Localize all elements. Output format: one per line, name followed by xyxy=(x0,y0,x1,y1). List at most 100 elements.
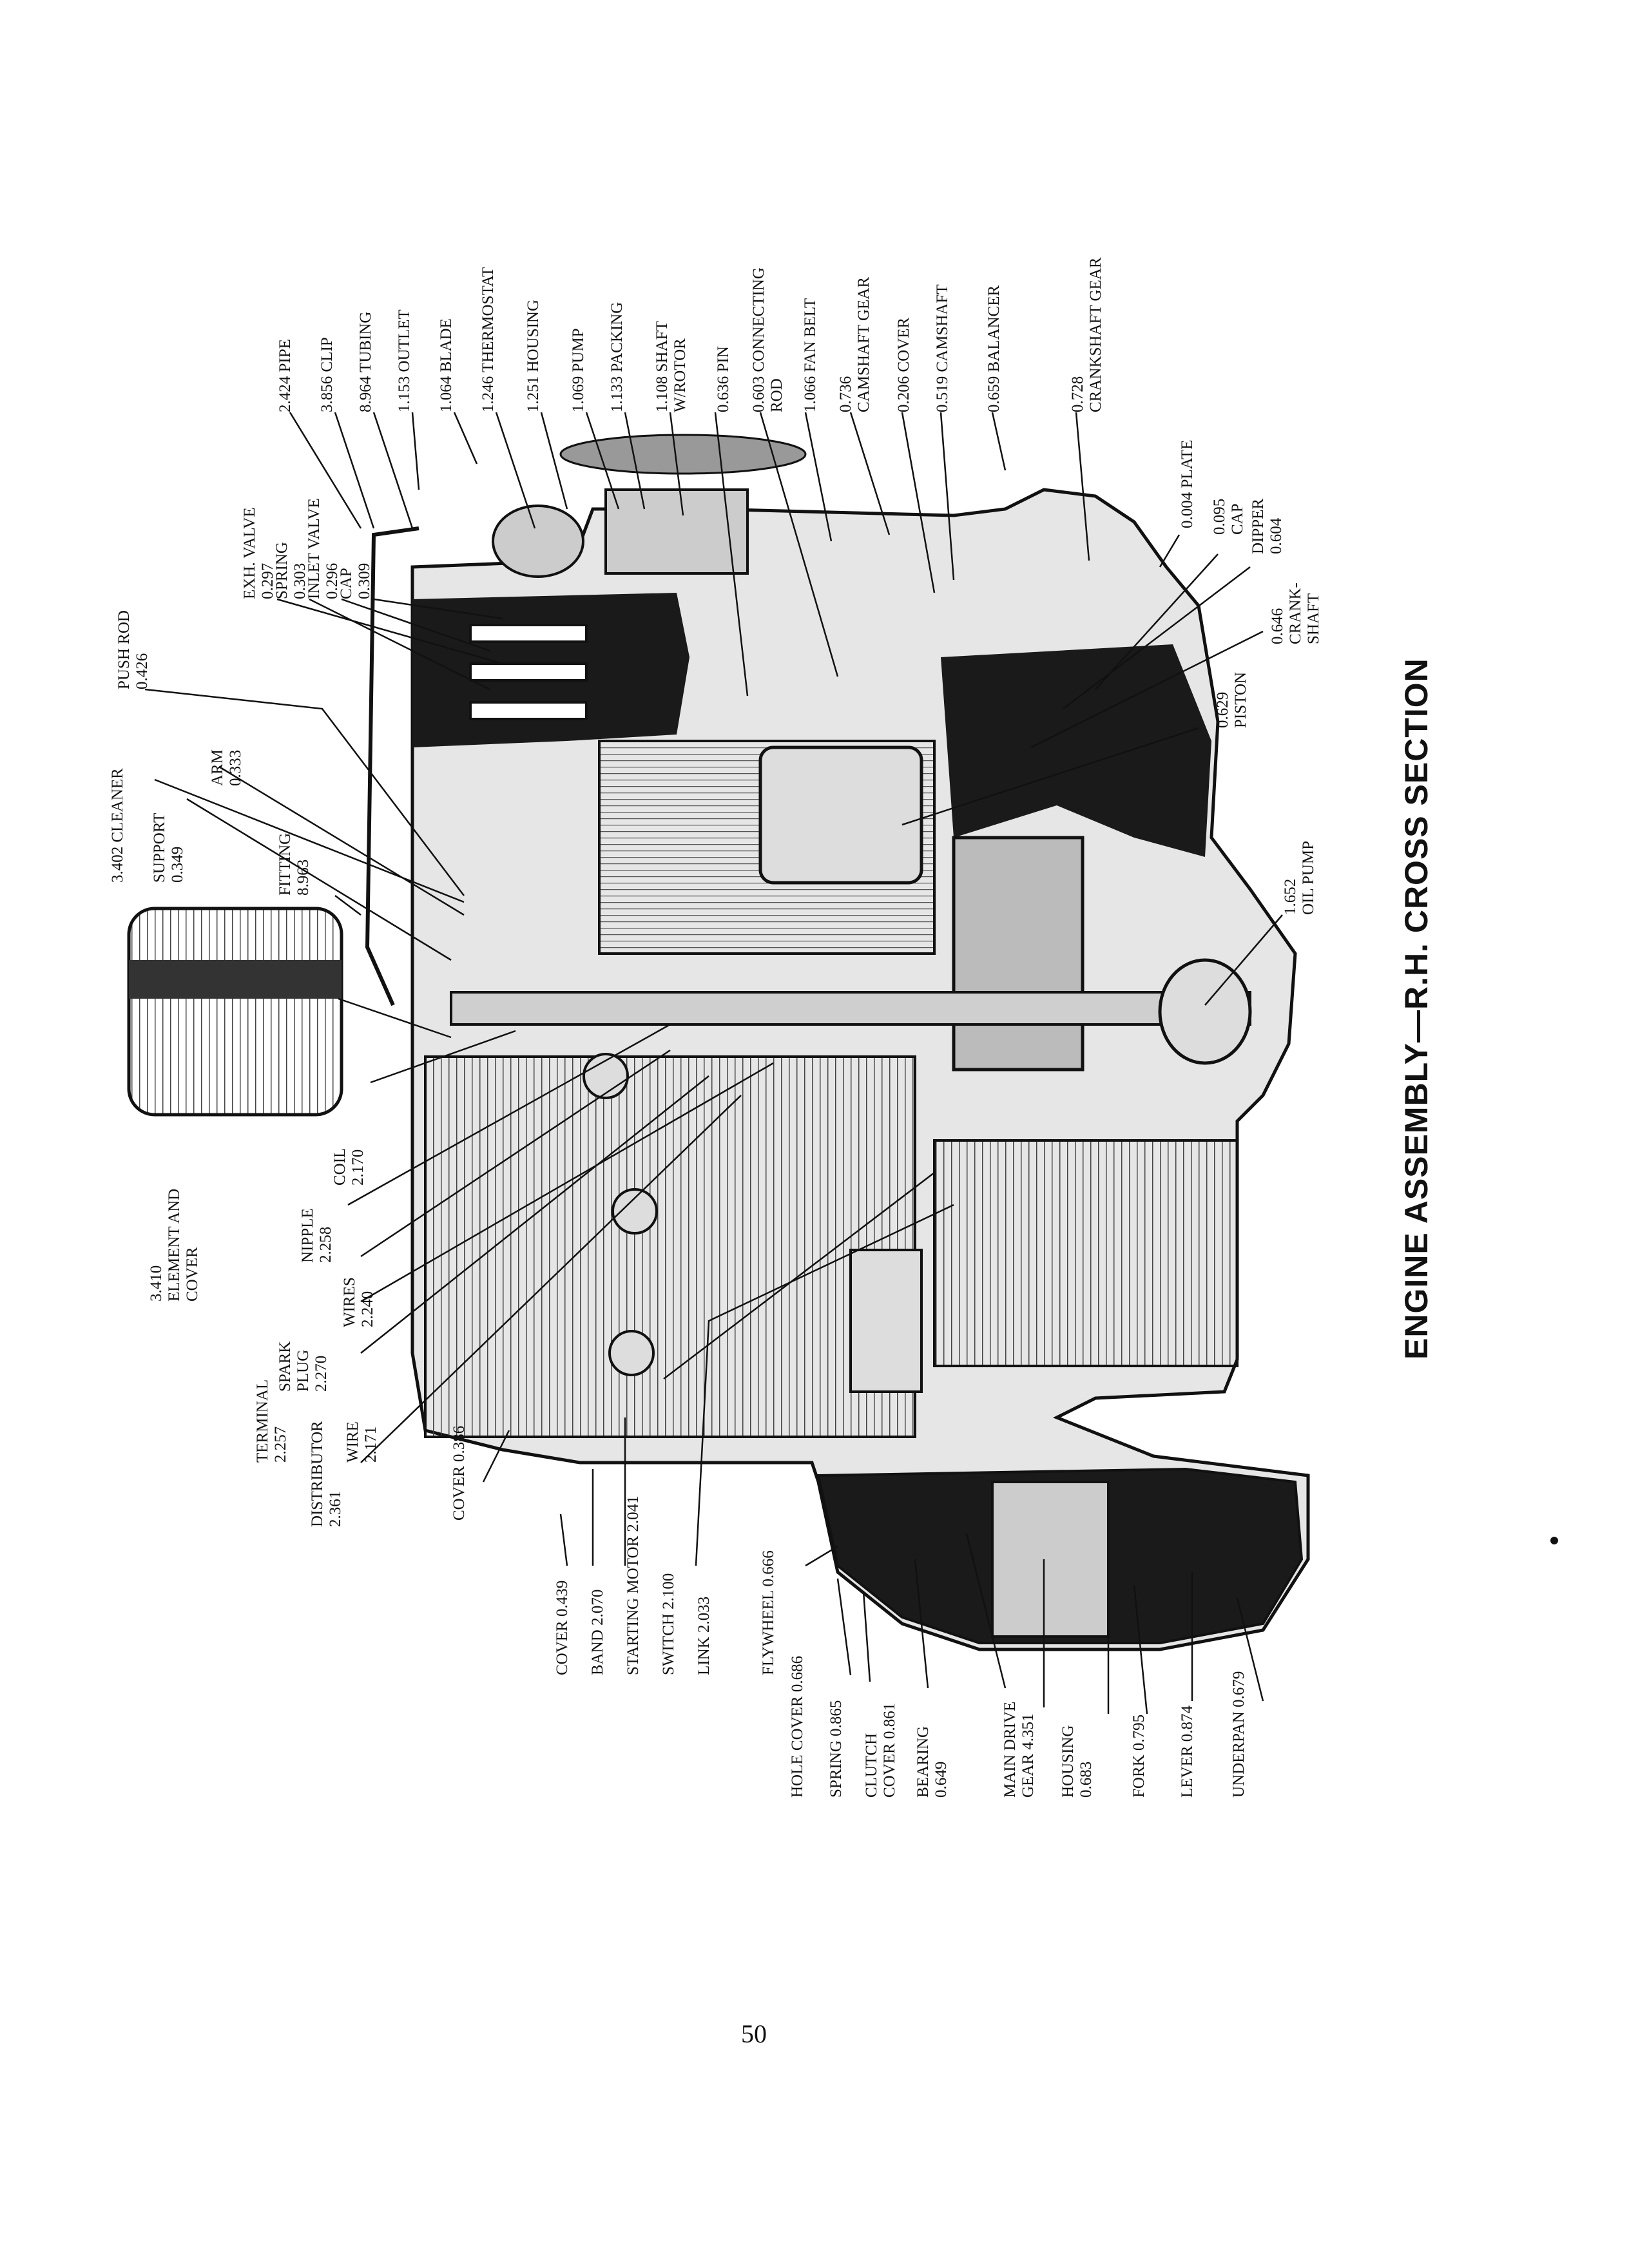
callout-wires-line-2: 2.240 xyxy=(359,1291,376,1327)
callout-clutch-cover-line-1: CLUTCH xyxy=(863,1733,880,1798)
callout-bearing-line-2: 0.649 xyxy=(932,1762,950,1798)
callout-terminal-line-2: 2.257 xyxy=(272,1427,289,1463)
piston xyxy=(758,745,923,885)
callout-flywheel: FLYWHEEL 0.666 xyxy=(760,1550,777,1675)
callout-shaft-line-2: W/ROTOR xyxy=(671,338,689,412)
callout-connecting-rod-line-1: 0.603 CONNECTING xyxy=(750,267,767,412)
callout-crankshaft-gear-line-2: CRANKSHAFT GEAR xyxy=(1087,257,1104,412)
air-cleaner-band xyxy=(129,960,342,999)
callout-housing-bottom-line-1: HOUSING xyxy=(1059,1725,1077,1798)
callout-shaft-line-1: 1.108 SHAFT xyxy=(653,321,671,412)
callout-wire-line-2: 2.171 xyxy=(362,1427,380,1463)
callout-fitting-line-2: 8.963 xyxy=(294,860,312,896)
clutch-gear xyxy=(991,1481,1110,1638)
callout-cover-439: COVER 0.439 xyxy=(554,1581,571,1675)
callout-connecting-rod-line-2: ROD xyxy=(768,378,786,412)
callout-dipper-line-2: 0.604 xyxy=(1268,517,1285,554)
air-cleaner xyxy=(127,907,343,1117)
callout-spring-top-line-1: SPRING xyxy=(273,542,291,599)
crankcase-cavity xyxy=(941,644,1211,857)
callout-arm-line-2: 0.333 xyxy=(227,750,244,786)
fan-blade xyxy=(559,434,807,475)
callout-clip: 3.856 CLIP xyxy=(318,337,336,412)
callout-spark-plug-line-3: 2.270 xyxy=(313,1356,330,1392)
starting-motor-body xyxy=(933,1139,1239,1367)
callout-cover-386: COVER 0.386 xyxy=(450,1426,468,1521)
callout-link: LINK 2.033 xyxy=(695,1597,713,1675)
callout-element-line-1: 3.410 xyxy=(148,1265,165,1302)
callout-cap-095-line-1: 0.095 xyxy=(1211,499,1228,535)
callout-packing: 1.133 PACKING xyxy=(608,302,626,412)
callout-push-rod-line-1: PUSH ROD xyxy=(115,610,133,689)
callout-distributor-line-2: 2.361 xyxy=(327,1491,344,1527)
callout-crankshaft-gear-line-1: 0.728 xyxy=(1069,376,1086,412)
callout-arm-line-1: ARM xyxy=(209,749,226,786)
callout-oil-pump-line-2: OIL PUMP xyxy=(1300,841,1317,915)
callout-thermostat: 1.246 THERMOSTAT xyxy=(479,267,497,412)
spark-plug-3 xyxy=(608,1330,655,1376)
callout-spark-plug-line-1: SPARK xyxy=(276,1341,294,1392)
callout-tubing: 8.964 TUBING xyxy=(357,312,374,412)
callout-piston-line-2: PISTON xyxy=(1232,672,1249,728)
callout-plate: 0.004 PLATE xyxy=(1179,440,1196,529)
callout-main-drive-gear-line-1: MAIN DRIVE xyxy=(1001,1702,1019,1798)
callout-band: BAND 2.070 xyxy=(589,1590,606,1675)
page-number: 50 xyxy=(741,2019,767,2048)
callout-switch: SWITCH 2.100 xyxy=(660,1573,677,1675)
callout-support-line-1: SUPPORT xyxy=(151,813,168,883)
spark-plug-1 xyxy=(583,1053,629,1099)
callout-housing-bottom-line-2: 0.683 xyxy=(1077,1762,1095,1798)
callout-cap-095-line-2: CAP xyxy=(1229,503,1246,535)
callout-housing-top: 1.251 HOUSING xyxy=(525,300,542,412)
callout-cover-206: 0.206 COVER xyxy=(895,317,912,412)
callout-piston-line-1: 0.629 xyxy=(1214,692,1231,728)
callout-push-rod-line-2: 0.426 xyxy=(133,653,151,689)
callout-oil-pump-line-1: 1.652 xyxy=(1282,879,1299,915)
callout-wires-line-1: WIRES xyxy=(341,1277,358,1327)
callout-coil-line-1: COIL xyxy=(331,1148,349,1186)
callout-spring-bottom: SPRING 0.865 xyxy=(827,1700,845,1798)
callout-distributor-line-1: DISTRIBUTOR xyxy=(309,1421,326,1527)
leader-lines xyxy=(144,412,1283,1715)
diagram-title: ENGINE ASSEMBLY—R.H. CROSS SECTION xyxy=(1398,658,1434,1360)
callout-spring-top-line-2: 0.303 xyxy=(291,563,309,599)
callout-cleaner: 3.402 CLEANER xyxy=(109,768,126,883)
callout-camshaft: 0.519 CAMSHAFT xyxy=(934,284,951,412)
callout-nipple-line-1: NIPPLE xyxy=(299,1208,316,1263)
callout-fitting-line-1: FITTING xyxy=(276,833,294,896)
callout-cap-top-line-1: CAP xyxy=(338,568,355,599)
valve-springs xyxy=(469,624,588,720)
crankshaft xyxy=(952,836,1084,1072)
fuel-tubing xyxy=(365,526,419,1006)
engine-illustration xyxy=(127,434,1310,1651)
callout-cap-top-line-2: 0.309 xyxy=(356,563,373,599)
spark-plug-2 xyxy=(612,1188,658,1235)
callout-crankshaft-line-1: 0.646 xyxy=(1269,608,1286,644)
callout-crankshaft-line-3: SHAFT xyxy=(1305,593,1322,644)
callout-camshaft-gear-line-1: 0.736 xyxy=(837,376,854,412)
callout-outlet: 1.153 OUTLET xyxy=(396,309,413,412)
oil-pump xyxy=(1158,958,1252,1065)
callout-camshaft-gear-line-2: CAMSHAFT GEAR xyxy=(855,277,872,412)
callout-pin: 0.636 PIN xyxy=(715,346,732,412)
callout-terminal-line-1: TERMINAL xyxy=(254,1379,271,1463)
callout-nipple-line-2: 2.258 xyxy=(317,1227,334,1263)
distributor-cap xyxy=(849,1249,923,1393)
thermostat-housing xyxy=(492,505,584,578)
callout-inlet-valve-line-1: INLET VALVE xyxy=(305,498,323,599)
callout-starting-motor: STARTING MOTOR 2.041 xyxy=(624,1495,642,1675)
scan-speck xyxy=(1550,1537,1558,1544)
callout-inlet-valve-line-2: 0.296 xyxy=(323,563,341,599)
callout-exh-valve-line-1: EXH. VALVE xyxy=(241,507,258,599)
callout-spark-plug-line-2: PLUG xyxy=(294,1350,312,1392)
callout-exh-valve-line-2: 0.297 xyxy=(259,563,276,599)
callout-pipe: 2.424 PIPE xyxy=(276,339,294,412)
callout-wire-line-1: WIRE xyxy=(344,1421,361,1463)
water-pump xyxy=(604,488,749,575)
callout-lever: LEVER 0.874 xyxy=(1179,1705,1196,1798)
callout-fork: FORK 0.795 xyxy=(1130,1715,1148,1798)
callout-balancer: 0.659 BALANCER xyxy=(985,285,1003,412)
callout-clutch-cover-line-2: COVER 0.861 xyxy=(881,1703,898,1798)
